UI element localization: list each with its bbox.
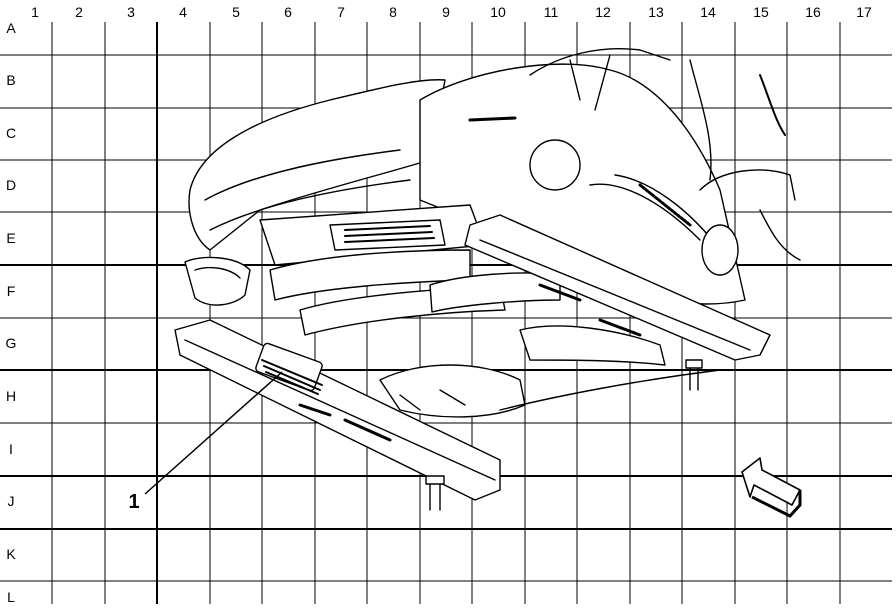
- column-label: 7: [337, 4, 345, 20]
- row-label: I: [9, 441, 13, 457]
- callout-1-leader: [144, 371, 283, 495]
- column-label: 5: [232, 4, 240, 20]
- column-label: 4: [179, 4, 187, 20]
- column-label: 14: [700, 4, 716, 20]
- direction-arrow-icon: [741, 457, 802, 518]
- callout-1-label: 1: [128, 491, 139, 513]
- row-label: L: [7, 589, 15, 605]
- column-label: 10: [490, 4, 506, 20]
- seat-adjuster-motor: [255, 342, 323, 395]
- right-seat-track: [464, 214, 771, 361]
- row-label: E: [6, 230, 15, 246]
- row-label: F: [7, 283, 16, 299]
- column-label: 8: [389, 4, 397, 20]
- left-seat-cushion: [188, 79, 446, 251]
- column-labels: 1 2 3 4 5 6 7 8 9 10 11 12 13 14 15 16 1…: [31, 4, 872, 20]
- row-label: D: [6, 177, 16, 193]
- row-labels: A B C D E F G H I J K L: [6, 20, 17, 605]
- row-label: A: [6, 20, 16, 36]
- column-label: 13: [648, 4, 664, 20]
- front-guide: [184, 256, 251, 306]
- column-label: 2: [75, 4, 83, 20]
- row-label: C: [6, 125, 16, 141]
- column-label: 6: [284, 4, 292, 20]
- column-label: 9: [442, 4, 450, 20]
- mounting-studs: [425, 359, 703, 511]
- row-label: B: [6, 72, 15, 88]
- row-label: K: [6, 546, 16, 562]
- column-label: 12: [595, 4, 611, 20]
- column-label: 11: [544, 4, 559, 20]
- column-label: 15: [753, 4, 769, 20]
- column-label: 3: [127, 4, 135, 20]
- seat-assembly-drawing: [174, 48, 801, 511]
- row-label: H: [6, 388, 16, 404]
- row-label: J: [8, 493, 15, 509]
- column-label: 17: [856, 4, 872, 20]
- column-label: 16: [805, 4, 821, 20]
- column-label: 1: [31, 4, 39, 20]
- row-label: G: [6, 335, 17, 351]
